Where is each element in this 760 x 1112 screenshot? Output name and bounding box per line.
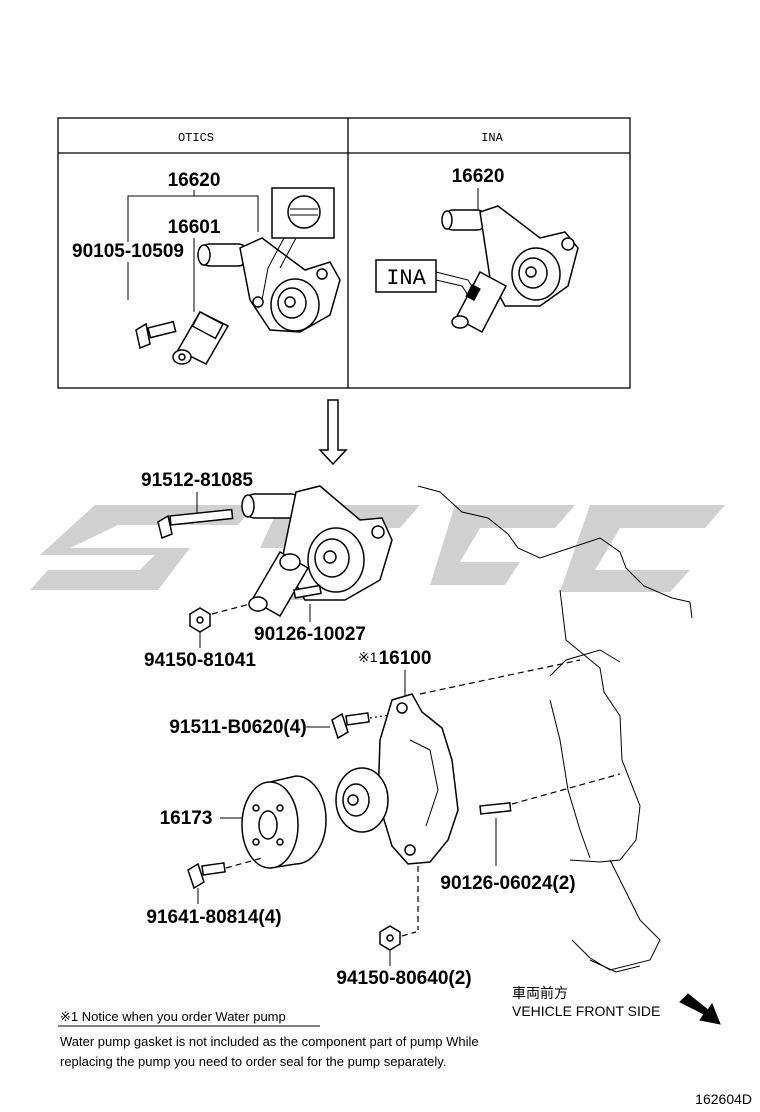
otics-tensioner-drawing [127, 187, 341, 365]
label-16620-ina: 16620 [452, 166, 505, 187]
notice-line-2: replacing the pump you need to order sea… [60, 1054, 446, 1069]
label-94150-80640: 94150-80640(2) [336, 968, 471, 989]
down-arrow [318, 399, 348, 466]
bolt-91511 [331, 712, 370, 740]
variant-table [57, 117, 631, 389]
bolt-91512 [157, 508, 234, 540]
bolt-90105 [135, 320, 177, 350]
label-91511-b0620: 91511-B0620(4) [169, 717, 306, 738]
tensioner-assembly [241, 485, 393, 618]
label-94150-81041: 94150-81041 [144, 650, 256, 671]
stud-90126-10027 [293, 584, 322, 599]
front-direction-arrow [679, 993, 721, 1025]
stud-90126-06024 [479, 802, 512, 815]
notice-line-1: Water pump gasket is not included as the… [60, 1034, 479, 1049]
front-side-label-en: VEHICLE FRONT SIDE [512, 1003, 660, 1019]
label-90105-10509: 90105-10509 [72, 241, 184, 262]
detail-inset [261, 187, 335, 301]
ina-box-label: INA [386, 266, 426, 291]
nut-94150-80640 [379, 925, 401, 951]
nut-94150-81041 [189, 607, 211, 633]
label-90126-06024: 90126-06024(2) [440, 873, 575, 894]
figure-id: 162604D [695, 1091, 752, 1107]
damper-16601 [172, 310, 230, 365]
bolt-91641 [187, 862, 226, 890]
table-header-otics: OTICS [178, 131, 214, 145]
table-header-ina: INA [481, 131, 503, 145]
ina-tensioner-drawing [375, 188, 579, 334]
label-16100: 16100 [379, 648, 432, 669]
notice-title: ※1 Notice when you order Water pump [60, 1009, 286, 1024]
label-91512-81085: 91512-81085 [141, 470, 253, 491]
front-side-label-jp: 車両前方 [512, 985, 568, 1001]
note-mark: ※1 [358, 649, 378, 665]
engine-block-outline [417, 485, 693, 973]
label-16620-otics: 16620 [168, 170, 221, 191]
label-90126-10027: 90126-10027 [254, 624, 366, 645]
pulley-16173 [241, 775, 327, 869]
label-16601: 16601 [168, 217, 221, 238]
label-91641-80814: 91641-80814(4) [146, 907, 281, 928]
tensioner-bracket [197, 237, 341, 333]
water-pump [335, 693, 459, 865]
label-16173: 16173 [160, 808, 213, 829]
